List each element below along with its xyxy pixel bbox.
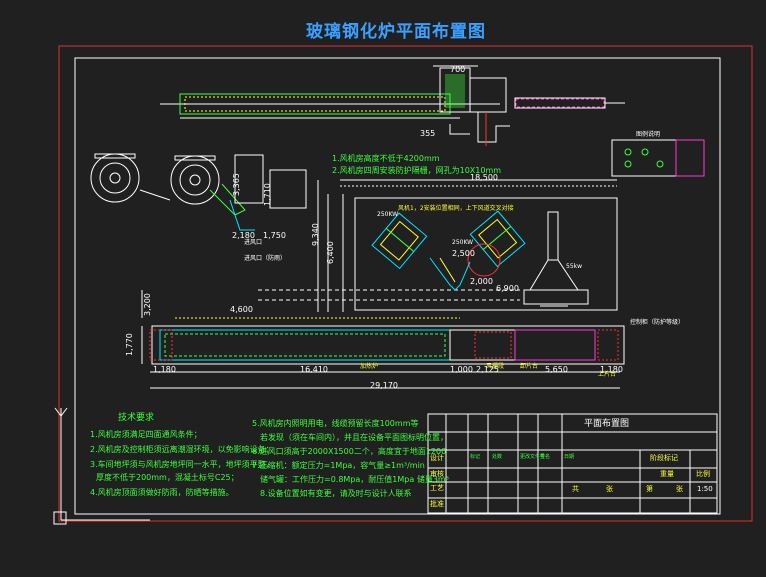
tb-misc-3: 签名 — [540, 454, 551, 460]
dim-355: 355 — [420, 129, 436, 138]
dim-29170: 29,170 — [370, 381, 398, 390]
fan-note: 风机1，2安装位置相同，上下风道交叉对接 — [398, 205, 514, 212]
dimension-lines — [141, 179, 620, 389]
dim-3365: 3,365 — [232, 173, 241, 196]
tech-right-2: 若发现（须在车间内），并且在设备平面图标明位置， — [260, 433, 448, 442]
tb-row-1: 审核 — [430, 470, 444, 478]
dim-2000: 2,000 — [470, 277, 493, 286]
fan-power-1: 250KW — [377, 211, 399, 218]
furnace-label: 加热炉 — [360, 363, 379, 370]
top-note-2: 2.风机房四周安装防护隔栅，网孔为10X10mm — [332, 166, 502, 175]
dim-18500: 18,500 — [470, 173, 498, 182]
tb-footer-1: 张 — [606, 485, 613, 493]
unload-label: 卸片台 — [520, 363, 539, 370]
blower-fans — [90, 153, 307, 231]
dim-4600: 4,600 — [230, 305, 253, 314]
tech-left-3: 3.车间地坪须与风机房地坪同一水平，地坪须平整， — [90, 460, 274, 469]
fan-power-2: 250KW — [452, 239, 474, 246]
dim-700: 700 — [450, 65, 466, 74]
tb-misc-2: 更改文件号 — [520, 454, 546, 460]
tb-col-0: 阶段标记 — [650, 454, 678, 462]
legend-title: 图例说明 — [636, 131, 661, 138]
dim-2180: 2,180 — [232, 231, 255, 240]
dim-1750: 1,750 — [263, 231, 286, 240]
tech-right-5: 储气罐：工作压力=0.8Mpa，耐压值1Mpa 储量3m³ — [260, 475, 449, 484]
tb-row-0: 设计 — [430, 454, 444, 462]
dim-1000: 1,000 — [450, 365, 473, 374]
tb-row-3: 批准 — [430, 500, 444, 508]
dim-1180a: 1,180 — [153, 365, 176, 374]
dim-6400: 6,400 — [326, 241, 335, 264]
tech-right-6: 8.设备位置如有变更，请及时与设计人联系 — [260, 489, 412, 498]
quench-label: 风栅段 — [486, 363, 505, 370]
tech-header: 技术要求 — [118, 413, 155, 423]
dim-1710: 1,710 — [263, 183, 272, 206]
tech-right-1: 5.风机房内照明用电，线缆预留长度100mm等 — [252, 419, 419, 428]
dim-1180b: 1,180 — [600, 365, 623, 374]
ucs-icon — [53, 407, 150, 525]
air-inlet-label: 进风口 — [244, 239, 263, 246]
inner-border — [74, 57, 721, 515]
furnace-plan — [149, 317, 625, 365]
tb-misc-4: 日期 — [564, 454, 575, 460]
dim-1770: 1,770 — [125, 333, 134, 356]
tech-left-4: 厚度不低于200mm，混凝土标号C25； — [96, 473, 239, 482]
title-block — [427, 413, 718, 514]
outer-border — [58, 45, 753, 522]
tech-right-4: 7.压缩机：额定压力=1Mpa，容气量≥1m³/min — [252, 461, 425, 470]
tb-col-1: 重量 — [660, 470, 674, 478]
dim-5650: 5,650 — [545, 365, 568, 374]
motor-note: 55kw — [566, 263, 583, 270]
dim-9340: 9,340 — [311, 223, 320, 246]
dim-2500: 2,500 — [452, 249, 475, 258]
dim-16410: 16,410 — [300, 365, 328, 374]
dim-3200: 3,200 — [143, 293, 152, 316]
tech-left-1: 1.风机房须满足四面通风条件； — [90, 430, 202, 439]
tb-footer-2: 第 — [646, 485, 653, 493]
tech-right-3: 6.进风口须高于2000X1500二个，高度宜于地面1200 — [252, 447, 447, 456]
tb-drawing-name: 平面布置图 — [584, 419, 630, 429]
tb-footer-0: 共 — [572, 485, 579, 493]
quench-fans — [371, 210, 526, 291]
tb-row-2: 工艺 — [430, 484, 444, 492]
tb-footer-3: 张 — [676, 485, 683, 493]
tb-scale: 1:50 — [697, 485, 713, 493]
fan-room — [258, 180, 618, 312]
legend-panel — [611, 139, 705, 177]
tb-col-2: 比例 — [696, 470, 710, 478]
tech-left-2: 2.风机房及控制柜须远离潮湿环境，以免影响设备； — [90, 445, 274, 454]
load-label: 上片台 — [598, 371, 617, 378]
dim-2125: 2,125 — [476, 365, 499, 374]
drawing-title: 玻璃钢化炉平面布置图 — [306, 22, 486, 42]
unload-hood — [523, 211, 589, 307]
top-note-1: 1.风机房高度不低于4200mm — [332, 154, 440, 163]
dim-6900: 6,900 — [496, 284, 519, 293]
elevation-view — [160, 65, 625, 146]
tb-misc-0: 标记 — [470, 454, 481, 460]
tech-left-5: 4.风机房顶面须做好防雨，防晒等措施。 — [90, 488, 234, 497]
tb-misc-1: 处数 — [492, 454, 503, 460]
inlet-note: 进风口（防雨） — [244, 255, 287, 262]
cabinet-label: 控制柜（防护等级） — [630, 319, 685, 326]
